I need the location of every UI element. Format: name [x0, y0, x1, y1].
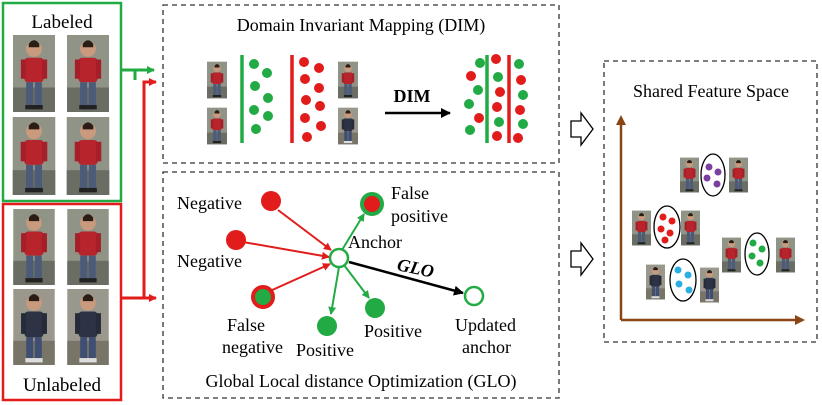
- person-thumbnail-icon: [67, 35, 109, 112]
- false-negative-label: False: [227, 315, 265, 335]
- shared-box: [603, 60, 818, 343]
- negative-node: [226, 230, 246, 250]
- positive-edge: [328, 266, 340, 315]
- updated-anchor-node: [463, 285, 485, 307]
- green-cluster: [744, 232, 770, 276]
- person-thumbnail-icon: [12, 117, 56, 195]
- person-thumbnail-icon: [646, 264, 665, 300]
- dim-arrow-label: DIM: [394, 86, 431, 106]
- updated-anchor-label: anchor: [462, 337, 511, 357]
- updated-anchor-label: Updated: [455, 315, 516, 335]
- unlabeled-box: [1, 202, 123, 402]
- target-feature-points: [299, 57, 326, 142]
- person-thumbnail-icon: [722, 237, 741, 273]
- person-thumbnail-icon: [680, 157, 699, 193]
- person-thumbnail-icon: [67, 289, 109, 365]
- person-thumbnail-icon: [207, 107, 227, 145]
- labeled-box: [1, 1, 123, 203]
- hollow-right-arrow-icon: [570, 111, 594, 147]
- person-thumbnail-icon: [632, 210, 651, 246]
- glo-box: [162, 171, 560, 399]
- glo-arrow: [348, 260, 464, 296]
- blue-cluster: [669, 258, 697, 302]
- false-positive-label: positive: [391, 206, 448, 226]
- person-thumbnail-icon: [66, 117, 110, 195]
- labeled-to-glo-arrow: [125, 68, 137, 80]
- person-thumbnail-icon: [13, 289, 55, 365]
- red-cluster-points: [657, 213, 676, 244]
- negative-label: Negative: [177, 251, 242, 271]
- positive-edge: [343, 264, 370, 299]
- person-thumbnail-icon: [207, 61, 227, 99]
- person-thumbnail-icon: [700, 267, 719, 303]
- glo-panel: Negative Negative False positive Anchor …: [162, 171, 560, 399]
- person-thumbnail-icon: [681, 210, 700, 246]
- person-thumbnail-icon: [13, 35, 55, 112]
- labeled-group: Labeled: [1, 1, 123, 203]
- negative-edge: [277, 209, 332, 251]
- unlabeled-title: Unlabeled: [23, 375, 102, 396]
- unlabeled-to-dim-arrow: [121, 78, 157, 300]
- person-thumbnail-icon: [67, 209, 109, 285]
- blue-cluster-points: [674, 266, 693, 294]
- labeled-title: Labeled: [31, 12, 93, 33]
- negative-label: Negative: [177, 193, 242, 213]
- false-negative-edge: [269, 263, 331, 292]
- unlabeled-group: Unlabeled: [1, 202, 123, 402]
- false-positive-node: [360, 192, 384, 216]
- anchor-label: Anchor: [348, 232, 402, 252]
- dim-title: Domain Invariant Mapping (DIM): [237, 15, 485, 36]
- negative-node: [261, 191, 281, 211]
- dim-panel: Domain Invariant Mapping (DIM): [162, 4, 560, 164]
- person-thumbnail-icon: [729, 157, 748, 193]
- person-thumbnail-icon: [338, 61, 358, 99]
- glo-title: Global Local distance Optimization (GLO): [206, 371, 517, 392]
- positive-label: Positive: [296, 340, 354, 360]
- shared-feature-space-panel: Shared Feature Space: [603, 60, 818, 343]
- person-thumbnail-icon: [776, 237, 795, 273]
- positive-label: Positive: [364, 321, 422, 341]
- negative-edge: [242, 241, 330, 260]
- false-negative-node: [251, 285, 275, 309]
- false-negative-label: negative: [222, 337, 283, 357]
- mapped-feature-points: [464, 54, 528, 143]
- input-arrows: [121, 66, 157, 302]
- purple-cluster-points: [703, 163, 722, 188]
- false-positive-label: False: [391, 183, 429, 203]
- positive-node: [317, 316, 337, 336]
- positive-node: [365, 298, 385, 318]
- false-positive-edge: [341, 213, 365, 251]
- shared-title: Shared Feature Space: [633, 81, 789, 101]
- dim-box: [162, 4, 560, 164]
- purple-cluster: [700, 153, 726, 197]
- anchor-node: [328, 247, 350, 269]
- source-feature-points: [249, 59, 273, 134]
- person-thumbnail-icon: [338, 107, 358, 145]
- hollow-right-arrow-icon: [570, 241, 594, 277]
- green-cluster-points: [748, 239, 766, 267]
- person-thumbnail-icon: [13, 209, 55, 285]
